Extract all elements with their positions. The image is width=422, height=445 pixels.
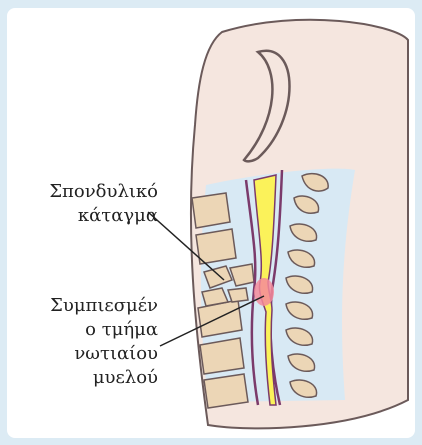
fracture-label-line: κάταγμα	[49, 204, 158, 228]
compressed-cord-label: Συμπιεσμέν ο τμήμα νωτιαίου μυελού	[50, 294, 158, 390]
fragment-4	[228, 288, 248, 302]
vertebra-c7	[204, 374, 248, 408]
compressed-cord-label-line: μυελού	[50, 366, 158, 390]
compression-injury	[254, 278, 274, 306]
fracture-label-line: Σπονδυλικό	[49, 180, 158, 204]
compressed-cord-label-line: ο τμήμα	[50, 318, 158, 342]
vertebra-c2	[192, 193, 230, 228]
fracture-label: Σπονδυλικό κάταγμα	[49, 180, 158, 228]
vertebra-c3	[196, 229, 236, 264]
compressed-cord-label-line: Συμπιεσμέν	[50, 294, 158, 318]
vertebra-c6	[200, 338, 244, 374]
compressed-cord-label-line: νωτιαίου	[50, 342, 158, 366]
